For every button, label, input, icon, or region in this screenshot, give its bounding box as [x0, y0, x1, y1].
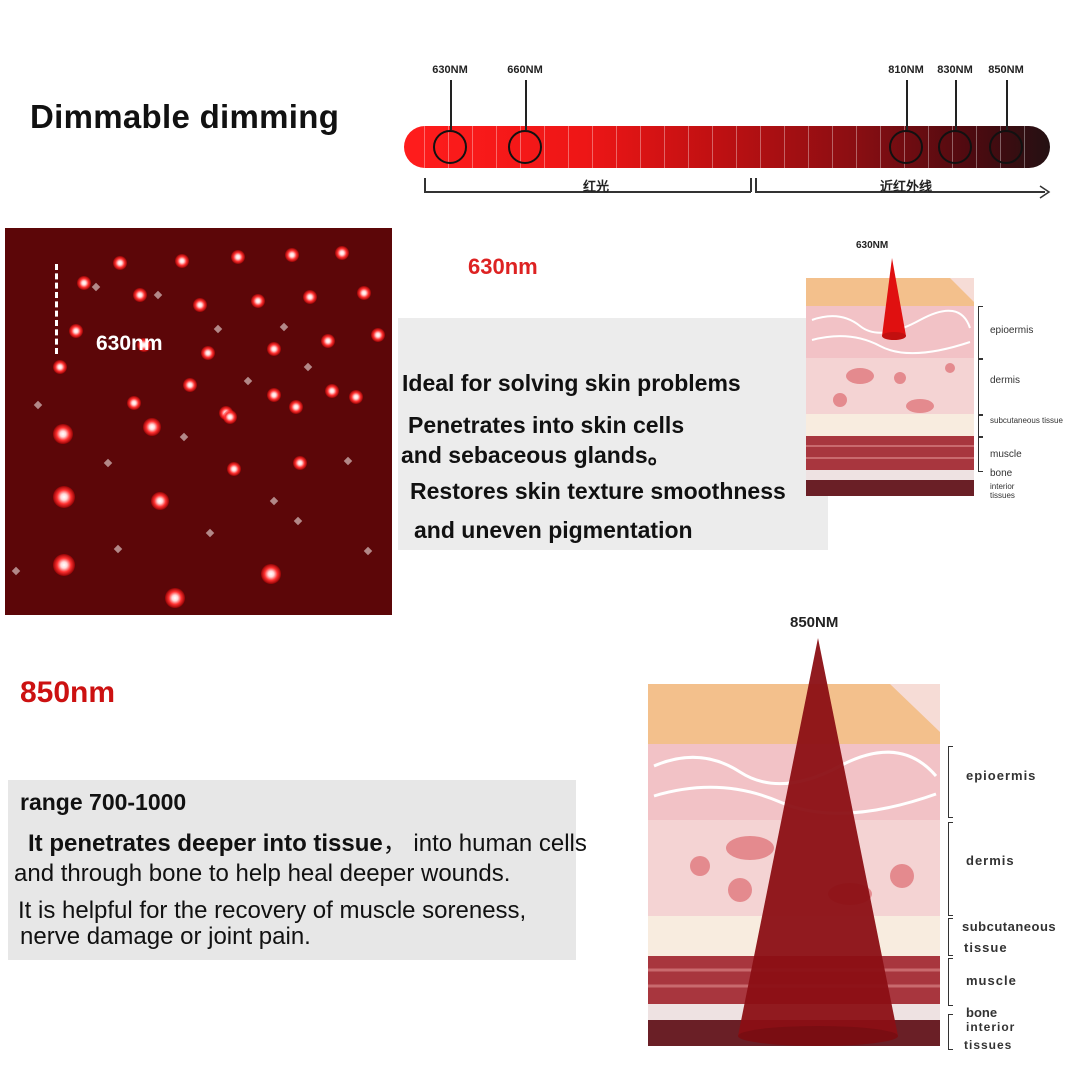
marker-label-850: 850NM [988, 64, 1024, 76]
bracket [978, 414, 983, 438]
bracket [978, 306, 983, 360]
range-text: range 700-1000 [20, 789, 187, 815]
bracket [948, 918, 953, 956]
layer-label: epioermis [990, 325, 1034, 336]
heading-630nm: 630nm [468, 254, 538, 279]
description-bold: It penetrates deeper into tissue [28, 830, 383, 857]
range-label-red: 红光 [583, 179, 610, 194]
marker-label-660: 660NM [507, 64, 543, 76]
description-line: nerve damage or joint pain. [20, 923, 311, 950]
marker-circle [433, 130, 467, 164]
marker-tick [450, 80, 452, 130]
marker-tick [525, 80, 527, 130]
range-label-infrared: 近红外线 [880, 179, 933, 194]
description-line: and through bone to help heal deeper wou… [14, 860, 511, 887]
marker-circle [508, 130, 542, 164]
range-mark [750, 178, 752, 192]
layer-label: interior [966, 1020, 1016, 1034]
range-line-red [424, 191, 751, 193]
layer-label: tissues [964, 1038, 1013, 1052]
marker-tick [1006, 80, 1008, 130]
text-panel-630 [398, 318, 828, 550]
bracket [948, 958, 953, 1006]
range-mark [755, 178, 757, 192]
marker-label-630: 630NM [432, 64, 468, 76]
heading-850nm: 850nm [20, 676, 116, 709]
layer-label: tissue [964, 940, 1008, 955]
layer-label: dermis [966, 853, 1015, 868]
layer-label: interior tissues [990, 482, 1015, 500]
benefit-line: and sebaceous glands。 [401, 442, 671, 468]
marker-tick [955, 80, 957, 130]
beam-label-850: 850NM [790, 614, 839, 631]
skin-diagram-850 [648, 638, 940, 1046]
text-panel-850 [8, 780, 576, 960]
beam-label-630: 630NM [856, 240, 889, 251]
layer-label: epioermis [966, 768, 1037, 783]
benefit-line: Penetrates into skin cells [408, 412, 685, 438]
bracket [948, 822, 953, 916]
benefit-line: Restores skin texture smoothness [410, 478, 786, 504]
benefit-line: Ideal for solving skin problems [402, 370, 741, 396]
marker-label-830: 830NM [937, 64, 973, 76]
marker-circle [938, 130, 972, 164]
page-title: Dimmable dimming [30, 98, 340, 135]
marker-tick [906, 80, 908, 130]
bracket [978, 358, 983, 416]
description-line: It penetrates deeper into tissue， into h… [28, 823, 587, 858]
layer-label: bone [966, 1005, 998, 1020]
skin-diagram-630 [806, 258, 974, 496]
layer-label: muscle [990, 449, 1022, 460]
led-dashed-line [55, 264, 58, 354]
layer-label: subcutaneous [962, 919, 1057, 934]
range-line-infrared [755, 191, 1045, 193]
benefit-line: and uneven pigmentation [414, 517, 693, 543]
layer-label: subcutaneous tissue [990, 416, 1063, 425]
layer-label: muscle [966, 973, 1017, 988]
description-rest: ， into human cells [382, 830, 587, 857]
layer-label: dermis [990, 375, 1021, 386]
bracket [948, 746, 953, 818]
led-panel-photo [5, 228, 392, 615]
arrow-right-icon [1039, 185, 1051, 199]
marker-circle [989, 130, 1023, 164]
range-mark [424, 178, 426, 192]
layer-label: bone [990, 468, 1013, 479]
led-photo-label: 630nm [96, 332, 163, 355]
bracket [948, 1014, 953, 1050]
description-line: It is helpful for the recovery of muscle… [18, 897, 527, 924]
marker-label-810: 810NM [888, 64, 924, 76]
marker-circle [889, 130, 923, 164]
bracket [978, 436, 983, 472]
